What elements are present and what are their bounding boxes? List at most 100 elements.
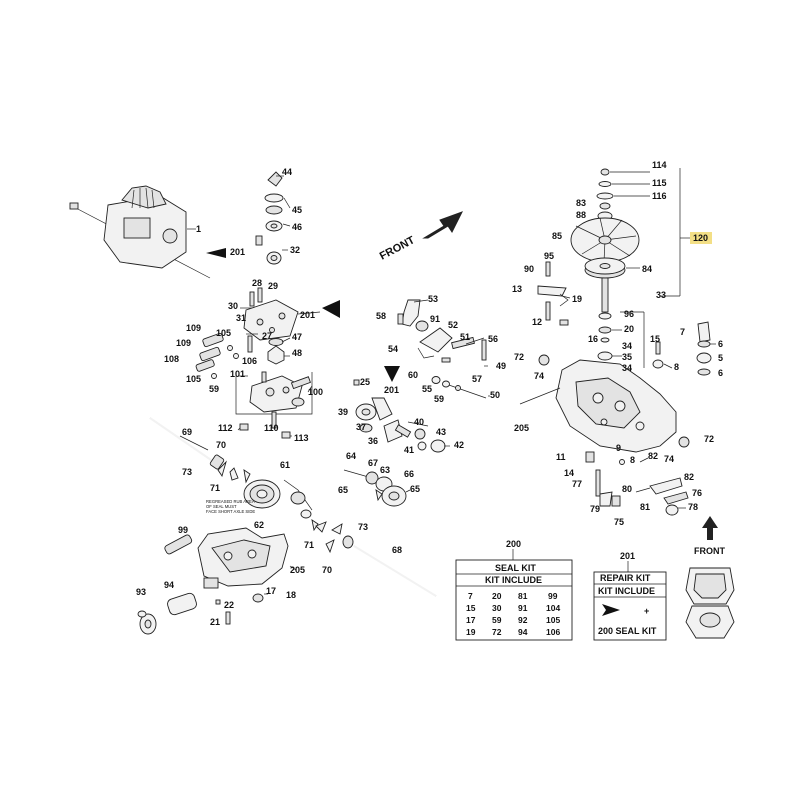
label-66: 66 (404, 469, 414, 479)
shaft-68 (315, 521, 437, 597)
label-75: 75 (614, 517, 624, 527)
label-105a: 105 (216, 328, 231, 338)
seal-kit-item: 92 (518, 615, 528, 625)
repair-kit-title: REPAIR KIT (600, 573, 651, 583)
label-113: 113 (294, 433, 309, 443)
brake-parts-lower-right (585, 451, 689, 516)
label-109b: 109 (176, 338, 191, 348)
label-42: 42 (454, 440, 464, 450)
label-63: 63 (380, 465, 390, 475)
axle-shaft-69 (149, 417, 239, 481)
label-29: 29 (268, 281, 278, 291)
label-73a: 73 (182, 467, 192, 477)
label-100: 100 (308, 387, 323, 397)
label-20: 20 (624, 324, 634, 334)
label-56: 56 (488, 334, 498, 344)
seal-kit-item: 20 (492, 591, 502, 601)
label-6b: 6 (718, 368, 723, 378)
transaxle-assembly-top (69, 185, 211, 279)
label-40: 40 (414, 417, 424, 427)
label-116: 116 (652, 191, 667, 201)
label-60: 60 (408, 370, 418, 380)
seal-kit-title: SEAL KIT (495, 563, 536, 573)
note-text: REGREASED RUB AREA OF SEAL MUST FACE SHO… (206, 499, 255, 514)
label-65a: 65 (338, 485, 348, 495)
label-9: 9 (616, 443, 621, 453)
label-5: 5 (718, 353, 723, 363)
seal-kit-item: 72 (492, 627, 502, 637)
seal-kit-item: 105 (546, 615, 560, 625)
label-109a: 109 (186, 323, 201, 333)
label-67: 67 (368, 458, 378, 468)
label-8b: 8 (630, 455, 635, 465)
label-201a: 201 (230, 247, 245, 257)
label-12: 12 (532, 317, 542, 327)
center-cover-assembly (243, 287, 340, 365)
label-58: 58 (376, 311, 386, 321)
label-55: 55 (422, 384, 432, 394)
arrow-201-kit-icon (602, 604, 620, 616)
pump-parts-63-67 (343, 469, 407, 507)
label-205b: 205 (514, 423, 529, 433)
label-106: 106 (242, 356, 257, 366)
gear-stack (243, 469, 319, 532)
seal-kit-item: 17 (466, 615, 476, 625)
repair-kit-subtitle: KIT INCLUDE (598, 586, 655, 596)
label-30: 30 (228, 301, 238, 311)
label-25: 25 (360, 377, 370, 387)
label-52: 52 (448, 320, 458, 330)
label-15: 15 (650, 334, 660, 344)
center-gear-cluster (353, 366, 446, 453)
label-77: 77 (572, 479, 582, 489)
seal-kit-subtitle: KIT INCLUDE (485, 575, 542, 585)
label-79: 79 (590, 504, 600, 514)
seal-kit-list: 7 15 17 19 20 30 59 72 81 91 92 94 99 10… (466, 591, 560, 637)
label-72b: 72 (704, 434, 714, 444)
label-37: 37 (356, 422, 366, 432)
label-8a: 8 (674, 362, 679, 372)
repair-kit-ref: 201 (620, 551, 635, 561)
fan-icon (570, 217, 640, 263)
seal-kit-item: 91 (518, 603, 528, 613)
center-section-101 (235, 371, 313, 439)
label-108: 108 (164, 354, 179, 364)
seal-kit-item: 30 (492, 603, 502, 613)
arrow-201-icon (206, 248, 226, 258)
note-line-3: FACE SHORT AXLE SIDE (206, 509, 255, 514)
label-1: 1 (196, 224, 201, 234)
label-19: 19 (572, 294, 582, 304)
label-43: 43 (436, 427, 446, 437)
seal-kit-item: 7 (468, 591, 473, 601)
label-14: 14 (564, 468, 574, 478)
label-57: 57 (472, 374, 482, 384)
label-82b: 82 (684, 472, 694, 482)
label-201b: 201 (300, 310, 315, 320)
label-18: 18 (286, 590, 296, 600)
label-76: 76 (692, 488, 702, 498)
front-label: FRONT (378, 234, 417, 263)
seal-kit-ref: 200 (506, 539, 521, 549)
label-95: 95 (544, 251, 554, 261)
highlight-120 (690, 232, 712, 244)
label-27: 27 (262, 331, 272, 341)
label-65b: 65 (410, 484, 420, 494)
label-32: 32 (290, 245, 300, 255)
label-112: 112 (218, 423, 233, 433)
label-201c: 201 (384, 385, 399, 395)
label-34b: 34 (622, 363, 632, 373)
seal-kit-item: 104 (546, 603, 560, 613)
label-44: 44 (282, 167, 292, 177)
label-83: 83 (576, 198, 586, 208)
label-120: 120 (693, 233, 708, 243)
label-34a: 34 (622, 341, 632, 351)
label-7: 7 (680, 327, 685, 337)
label-54: 54 (388, 344, 398, 354)
label-90: 90 (524, 264, 534, 274)
repair-kit-footer: 200 SEAL KIT (598, 626, 657, 636)
label-47: 47 (292, 332, 302, 342)
label-13: 13 (512, 284, 522, 294)
label-110: 110 (264, 423, 279, 433)
label-74a: 74 (534, 371, 544, 381)
label-80: 80 (622, 484, 632, 494)
seal-stack-top (206, 171, 291, 265)
